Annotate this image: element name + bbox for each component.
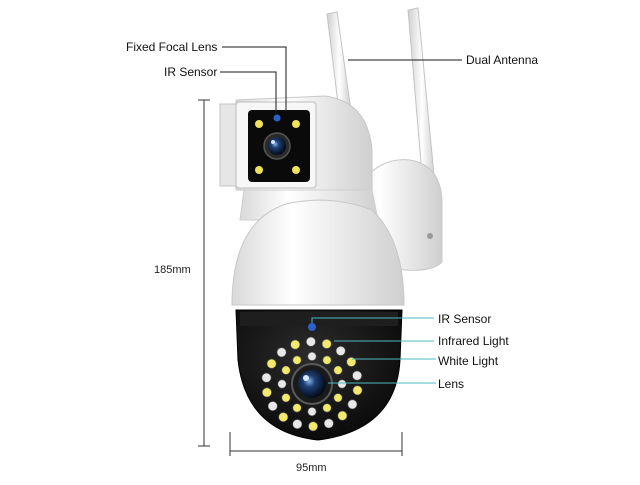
infrared-led <box>307 351 317 361</box>
label-infrared-light: Infrared Light <box>438 334 509 348</box>
infrared-led <box>261 372 272 383</box>
white-light-led <box>321 338 332 349</box>
white-light-led <box>322 355 332 365</box>
ir-sensor-dot <box>308 323 316 331</box>
infrared-led <box>352 370 362 381</box>
infrared-led <box>277 379 287 389</box>
white-light-led <box>281 393 291 403</box>
label-ir-sensor-bottom: IR Sensor <box>438 312 492 326</box>
infrared-led <box>267 401 278 411</box>
led-ring <box>261 336 363 432</box>
infrared-led <box>323 418 334 429</box>
white-light-led <box>292 403 302 413</box>
white-light-led <box>333 365 343 375</box>
infrared-led <box>337 379 347 389</box>
white-light-led <box>322 403 332 413</box>
infrared-led <box>347 399 358 410</box>
label-dual-antenna: Dual Antenna <box>466 53 539 67</box>
dimension-width: 95mm <box>296 462 327 474</box>
infrared-led <box>276 347 287 358</box>
white-light-led <box>278 412 289 422</box>
label-fixed-focal-lens: Fixed Focal Lens <box>126 40 218 54</box>
white-light-led <box>333 393 343 403</box>
white-light-led <box>346 356 357 367</box>
white-light-led <box>281 365 291 375</box>
bottom-callout-lines <box>311 317 436 384</box>
infrared-led <box>335 345 346 356</box>
white-light-led <box>292 355 302 365</box>
white-light-led <box>261 387 272 398</box>
label-ir-sensor-top: IR Sensor <box>164 65 218 79</box>
label-lens: Lens <box>438 377 465 391</box>
white-light-led <box>352 385 363 396</box>
top-callout-lines <box>220 46 462 115</box>
white-light-led <box>266 358 277 369</box>
infrared-led <box>305 336 316 347</box>
dual-antenna <box>326 7 437 199</box>
white-light-led <box>290 339 301 350</box>
dimension-height: 185mm <box>154 264 191 276</box>
white-light-led <box>337 410 348 421</box>
dimension-lines <box>198 99 403 456</box>
fixed-camera-housing <box>219 95 373 193</box>
infrared-led <box>292 419 303 429</box>
white-dome-body <box>231 199 405 306</box>
infrared-led <box>307 407 317 417</box>
main-lens <box>291 363 333 405</box>
label-white-light: White Light <box>438 354 499 368</box>
white-light-led <box>308 421 318 432</box>
